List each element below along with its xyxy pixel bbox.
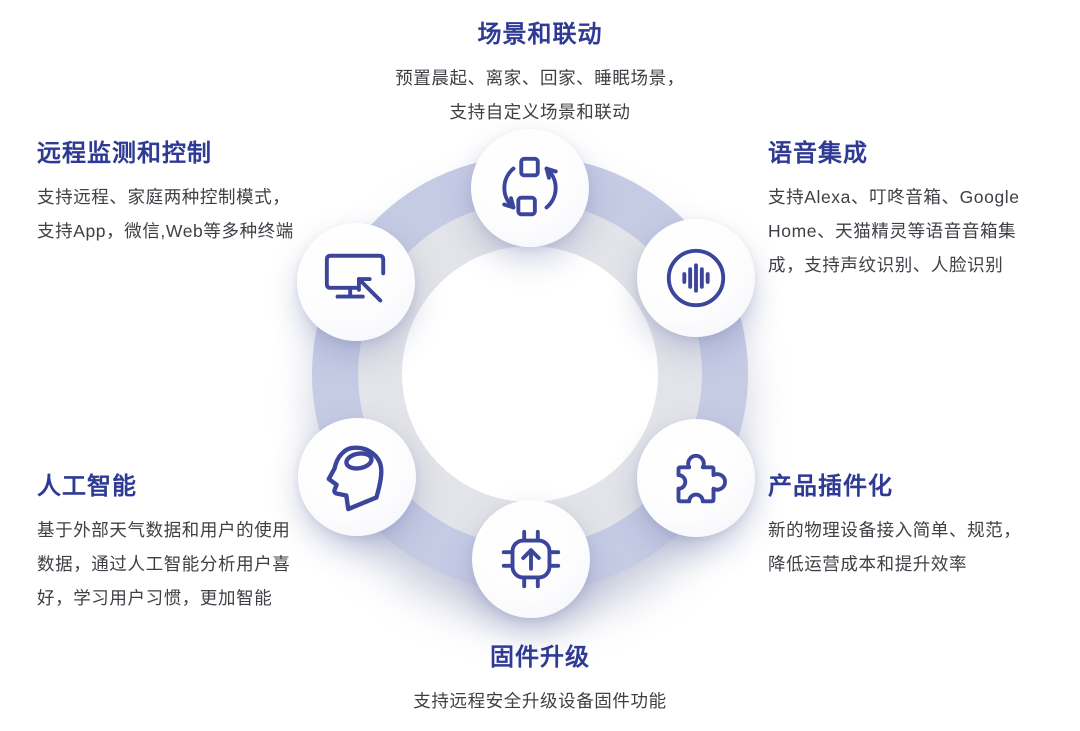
feature-voice-desc-line: 支持Alexa、叮咚音箱、Google bbox=[768, 187, 1020, 207]
feature-remote-block: 远程监测和控制 支持远程、家庭两种控制模式， 支持App，微信,Web等多种终端 bbox=[37, 133, 357, 248]
feature-ring-hole bbox=[402, 246, 658, 502]
feature-firmware-block: 固件升级 支持远程安全升级设备固件功能 bbox=[0, 637, 1080, 718]
feature-voice-desc-line: Home、天猫精灵等语音音箱集 bbox=[768, 221, 1017, 241]
feature-scenes-desc-line: 支持自定义场景和联动 bbox=[449, 102, 631, 122]
feature-firmware-desc-line: 支持远程安全升级设备固件功能 bbox=[413, 691, 667, 711]
feature-voice-desc-line: 成，支持声纹识别、人脸识别 bbox=[768, 255, 1004, 275]
feature-scenes-block: 场景和联动 预置晨起、离家、回家、睡眠场景， 支持自定义场景和联动 bbox=[0, 14, 1080, 129]
feature-node-scenes bbox=[471, 129, 589, 247]
feature-plugin-title: 产品插件化 bbox=[768, 473, 893, 500]
feature-node-ai bbox=[298, 418, 416, 536]
feature-ai-desc-line: 数据，通过人工智能分析用户喜 bbox=[37, 554, 291, 574]
feature-node-voice bbox=[637, 219, 755, 337]
feature-ai-block: 人工智能 基于外部天气数据和用户的使用 数据，通过人工智能分析用户喜 好，学习用… bbox=[37, 466, 357, 615]
feature-remote-title: 远程监测和控制 bbox=[37, 140, 212, 167]
head-brain-icon bbox=[326, 445, 384, 512]
feature-ai-title: 人工智能 bbox=[37, 473, 137, 500]
feature-node-plugin bbox=[637, 419, 755, 537]
feature-ai-desc-line: 基于外部天气数据和用户的使用 bbox=[37, 520, 291, 540]
monitor-cursor-icon bbox=[324, 253, 386, 303]
puzzle-piece-icon bbox=[676, 453, 727, 504]
feature-voice-block: 语音集成 支持Alexa、叮咚音箱、Google Home、天猫精灵等语音音箱集… bbox=[768, 133, 1080, 282]
feature-remote-desc-line: 支持远程、家庭两种控制模式， bbox=[37, 187, 291, 207]
voice-waveform-icon bbox=[666, 248, 726, 308]
feature-scenes-desc-line: 预置晨起、离家、回家、睡眠场景， bbox=[395, 68, 685, 88]
feature-ai-desc-line: 好，学习用户习惯，更加智能 bbox=[37, 588, 273, 608]
feature-plugin-desc-line: 降低运营成本和提升效率 bbox=[768, 554, 968, 574]
feature-node-remote bbox=[297, 223, 415, 341]
feature-plugin-block: 产品插件化 新的物理设备接入简单、规范， 降低运营成本和提升效率 bbox=[768, 466, 1080, 581]
feature-voice-title: 语音集成 bbox=[768, 140, 868, 167]
feature-scenes-title: 场景和联动 bbox=[477, 21, 603, 48]
feature-remote-desc-line: 支持App，微信,Web等多种终端 bbox=[37, 221, 294, 241]
sync-arrows-icon bbox=[502, 156, 558, 217]
feature-plugin-desc-line: 新的物理设备接入简单、规范， bbox=[768, 520, 1022, 540]
feature-firmware-title: 固件升级 bbox=[490, 644, 590, 671]
chip-upgrade-icon bbox=[501, 529, 561, 589]
feature-node-firmware bbox=[472, 500, 590, 618]
